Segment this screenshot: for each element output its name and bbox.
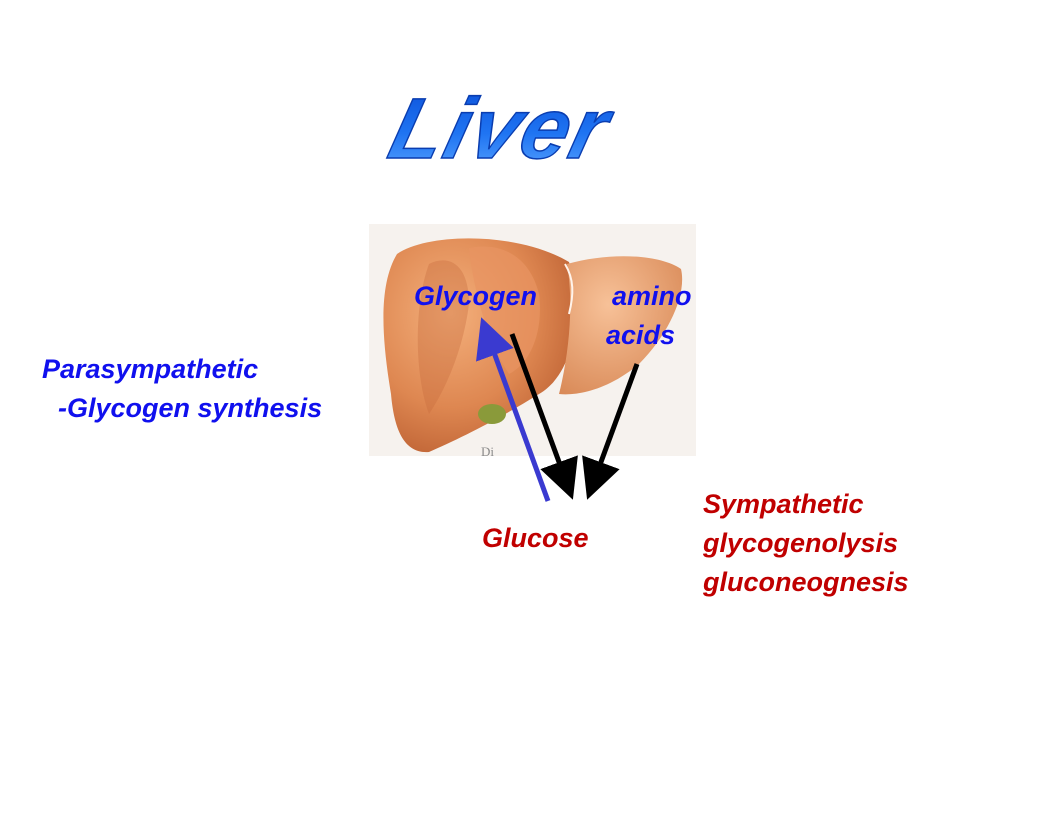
parasympathetic-label: Parasympathetic — [42, 354, 259, 384]
sympathetic-label: Sympathetic — [703, 489, 864, 519]
svg-text:Di: Di — [481, 444, 494, 456]
amino-acids-line2: acids — [606, 320, 676, 350]
parasympathetic-block: Parasympathetic -Glycogen synthesis — [42, 350, 322, 428]
amino-acids-label: amino acids — [606, 277, 692, 355]
gluconeogenesis-label: gluconeognesis — [703, 567, 909, 597]
glycogen-label: Glycogen — [414, 281, 538, 311]
glucose-label: Glucose — [482, 523, 589, 553]
title-liver: Liver — [380, 79, 623, 177]
glycogen-synthesis-label: -Glycogen synthesis — [58, 393, 323, 423]
title-text: Liver — [381, 80, 623, 177]
sympathetic-block: Sympathetic glycogenolysis gluconeognesi… — [703, 485, 909, 602]
glycogenolysis-label: glycogenolysis — [703, 528, 899, 558]
amino-acids-line1: amino — [612, 281, 692, 311]
